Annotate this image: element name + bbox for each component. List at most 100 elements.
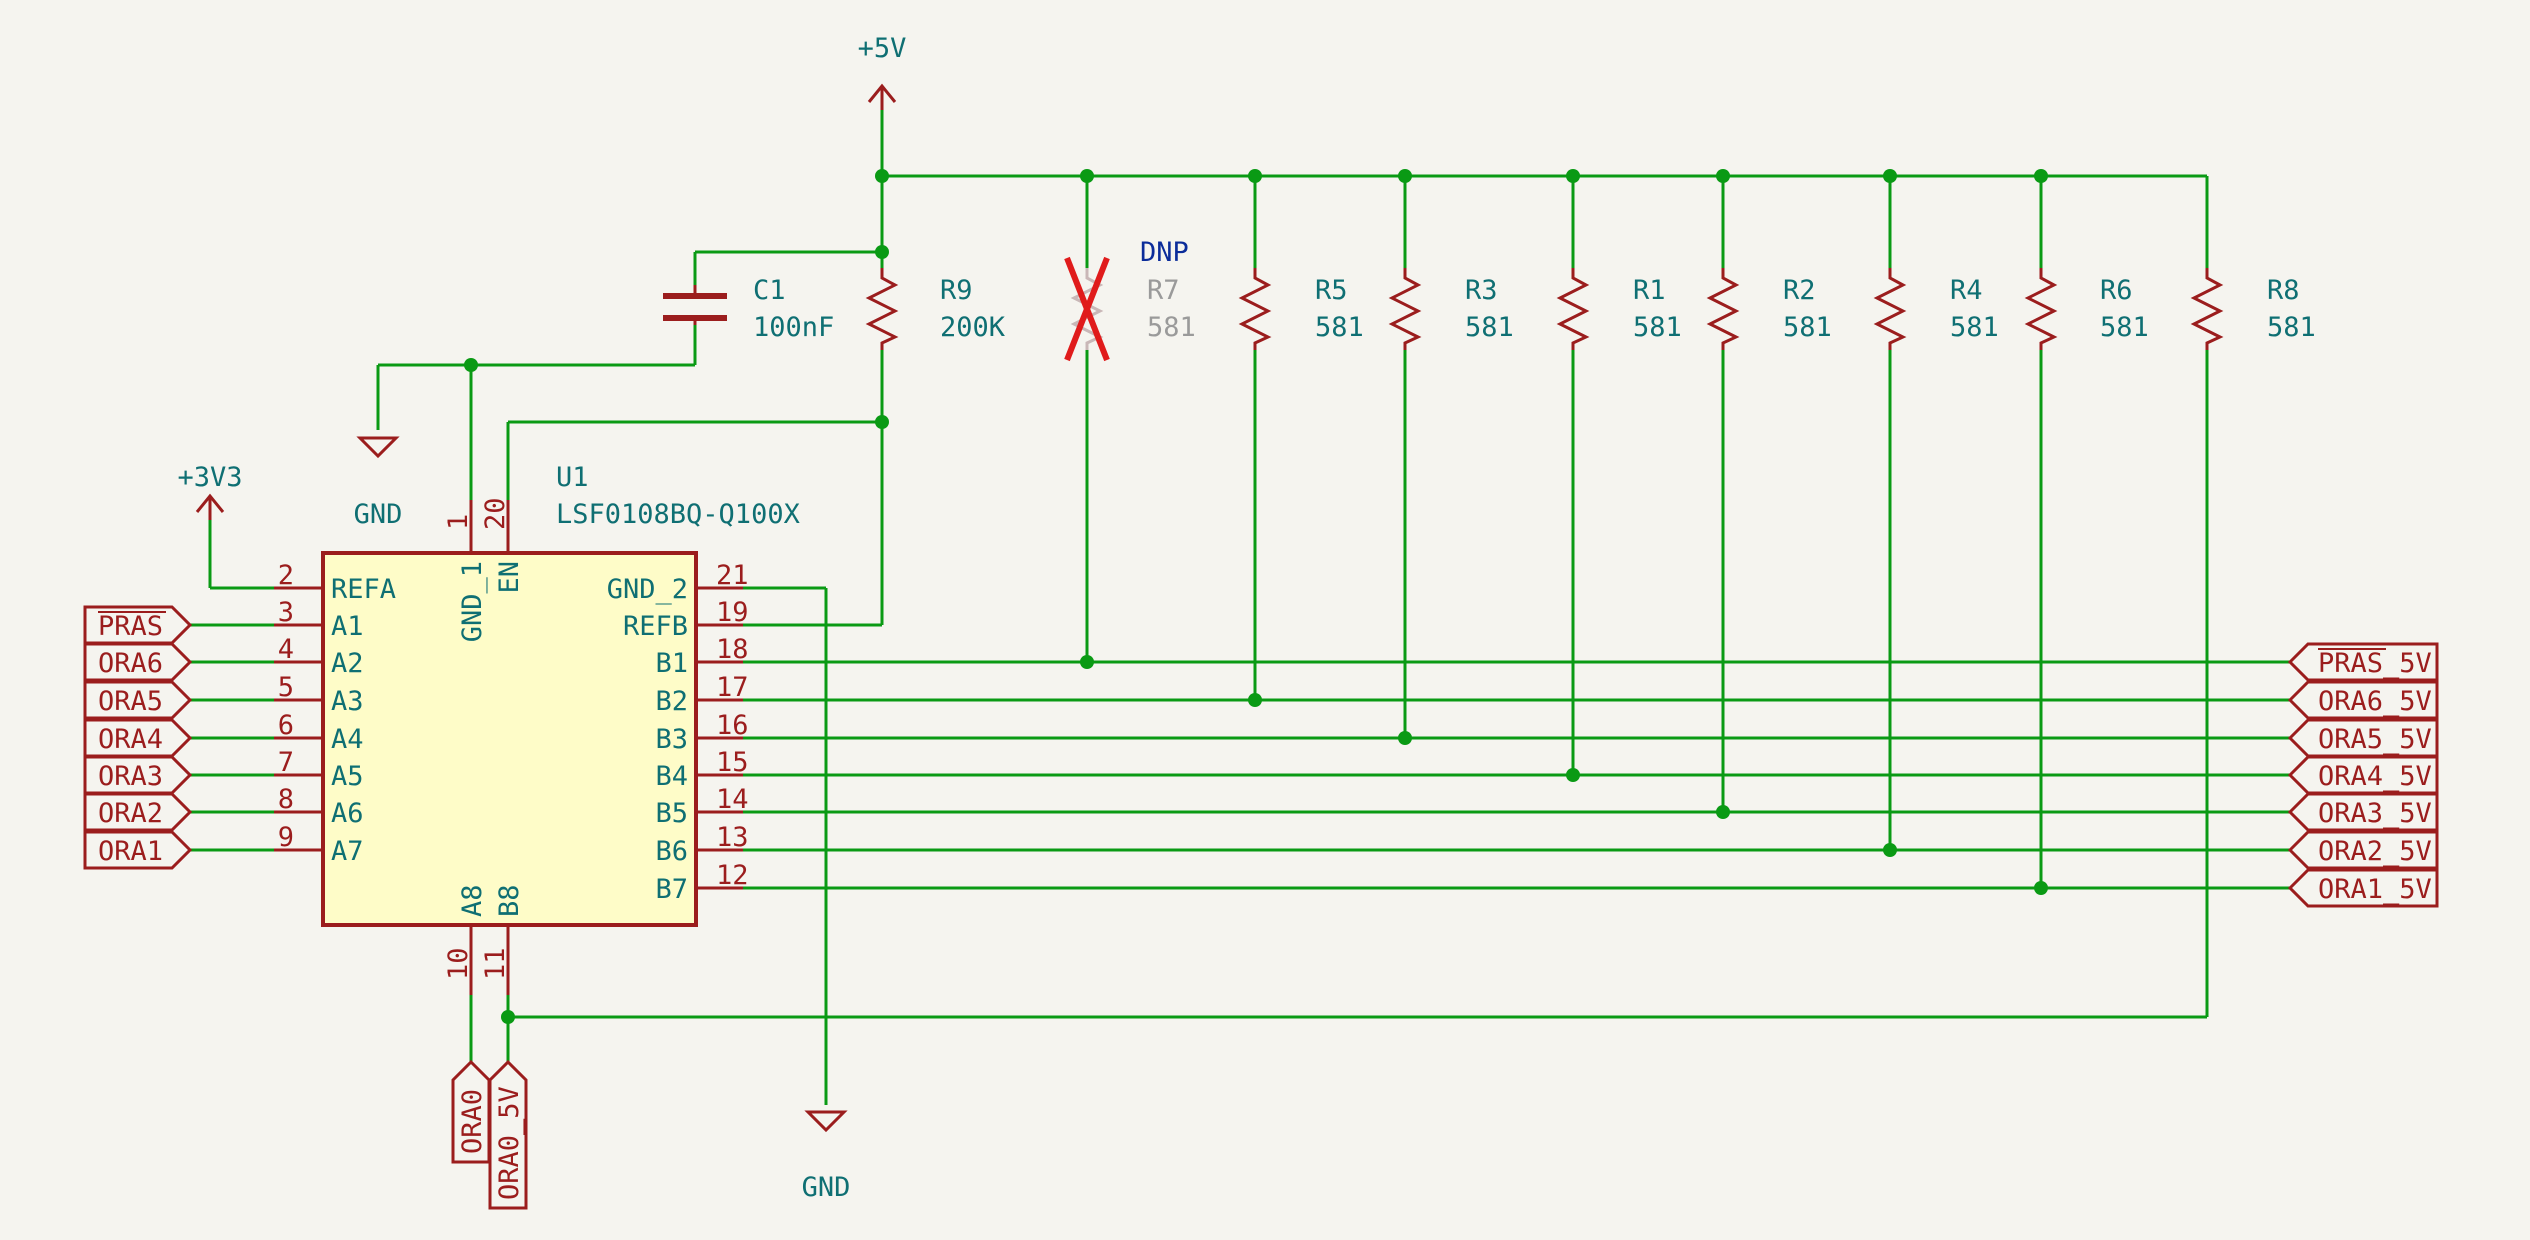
pin-number: 9 [278,822,294,853]
pin-name: A1 [331,611,364,642]
net-label: ORA6 [98,648,163,679]
u1-ref: U1 [556,462,589,493]
resistor-ref: R1 [1633,275,1666,306]
power-5v-symbol: +5V [858,33,907,110]
pin-number: 1 [443,514,474,530]
net-label: ORA3 [98,761,163,792]
pin-number: 19 [716,597,749,628]
resistor-ref: R8 [2267,275,2300,306]
pin-number: 5 [278,672,294,703]
left-labels: PRAS ORA6 ORA5 ORA4 ORA3 ORA2 ORA1 [83,605,193,870]
junctions [464,169,2048,1024]
net-label: ORA5 [98,686,163,717]
resistor-value: 581 [1783,312,1832,343]
net-label: ORA2_5V [2318,836,2432,867]
resistor-r7-dnp: DNP R7 581 [1064,237,1196,362]
net-label: ORA4_5V [2318,761,2432,792]
net-label: ORA1 [98,836,163,867]
net-label: ORA4 [98,724,163,755]
resistor-ref: R2 [1783,275,1816,306]
pin-number: 12 [716,860,749,891]
label-ora4: ORA4 [83,718,193,758]
r7-ref: R7 [1147,275,1180,306]
pin-number: 13 [716,822,749,853]
label-ora3-5v: ORA3_5V [2287,792,2439,832]
pin-number: 11 [480,947,511,980]
net-label: ORA6_5V [2318,686,2432,717]
wires [190,110,2290,1105]
pin-name: REFB [623,611,688,642]
pin-number: 20 [480,497,511,530]
pin-name: A5 [331,761,364,792]
label-ora1-5v: ORA1_5V [2287,868,2439,908]
power-5v-label: +5V [858,33,907,64]
pin-name: GND_1 [457,561,488,642]
gnd-label-top: GND [354,499,403,530]
pin-number: 17 [716,672,749,703]
label-ora1: ORA1 [83,830,193,870]
label-ora6: ORA6 [83,642,193,682]
r7-value: 581 [1147,312,1196,343]
resistor-value: 581 [2267,312,2316,343]
r9-ref: R9 [940,275,973,306]
resistor-ref: R5 [1315,275,1348,306]
c1-value: 100nF [753,312,834,343]
pin-name: A8 [457,884,488,917]
resistor-ref: R3 [1465,275,1498,306]
pin-name: B2 [655,686,688,717]
gnd-label-bottom: GND [802,1172,851,1203]
pin-number: 6 [278,710,294,741]
resistor-value: 581 [1315,312,1364,343]
label-ora5-5v: ORA5_5V [2287,718,2439,758]
c1-ref: C1 [753,275,786,306]
resistor-r2: R2 581 [1706,268,1832,350]
right-labels: PRAS_5V ORA6_5V ORA5_5V ORA4_5V ORA3_5V … [2287,642,2439,908]
pin-name: B1 [655,648,688,679]
label-pras: PRAS [83,605,193,645]
u1-value: LSF0108BQ-Q100X [556,499,800,530]
u1-left-pins: 2 3 4 5 6 7 8 9 REFA A1 A2 A3 A4 A5 A6 A… [274,560,396,867]
label-pras-5v: PRAS_5V [2287,642,2439,682]
net-label: ORA2 [98,798,163,829]
pin-name: B3 [655,724,688,755]
label-ora2-5v: ORA2_5V [2287,830,2439,870]
power-3v3-label: +3V3 [177,462,242,493]
pin-number: 21 [716,560,749,591]
u1-right-pins: 21 19 18 17 16 15 14 13 12 GND_2 REFB B1… [607,560,749,905]
bottom-labels: ORA0 ORA0_5V [451,1059,528,1210]
resistor-r1: R1 581 [1556,268,1682,350]
pin-number: 7 [278,747,294,778]
resistor-value: 581 [2100,312,2149,343]
resistor-value: 581 [1950,312,1999,343]
pin-name: B7 [655,874,688,905]
pin-number: 14 [716,784,749,815]
pin-number: 10 [443,947,474,980]
net-label: PRAS_5V [2318,648,2432,679]
capacitor-c1: C1 100nF [663,275,834,343]
resistor-value: 581 [1465,312,1514,343]
label-ora3: ORA3 [83,755,193,795]
resistor-r3: R3 581 [1388,268,1514,350]
net-label: ORA5_5V [2318,724,2432,755]
pin-name: GND_2 [607,574,688,605]
resistor-r4: R4 581 [1873,268,1999,350]
pin-number: 15 [716,747,749,778]
net-label: ORA0 [457,1089,488,1154]
pin-name: A6 [331,798,364,829]
label-ora0: ORA0 [451,1059,491,1164]
pin-number: 3 [278,597,294,628]
pin-name: B4 [655,761,688,792]
pin-number: 2 [278,560,294,591]
pin-name: B5 [655,798,688,829]
pin-name: EN [494,561,525,594]
label-ora2: ORA2 [83,792,193,832]
pin-number: 8 [278,784,294,815]
resistor-ref: R6 [2100,275,2133,306]
power-3v3-symbol: +3V3 [177,462,243,520]
label-ora4-5v: ORA4_5V [2287,755,2439,795]
label-ora6-5v: ORA6_5V [2287,680,2439,720]
pin-name: B6 [655,836,688,867]
resistor-value: 581 [1633,312,1682,343]
net-label: ORA0_5V [494,1086,525,1200]
